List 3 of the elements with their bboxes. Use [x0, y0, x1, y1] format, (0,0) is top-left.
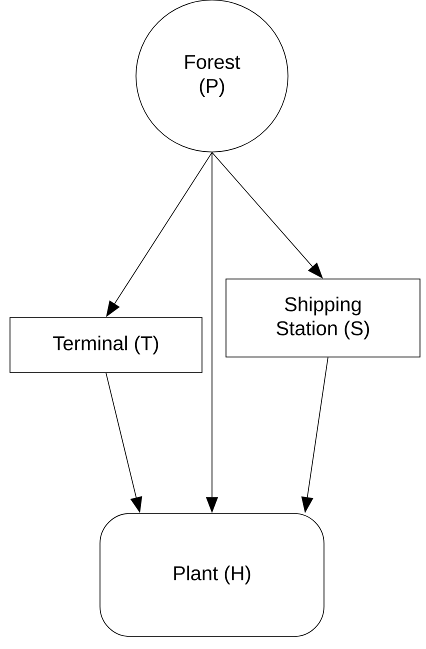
rounded-box: Plant (H) [100, 513, 324, 637]
process-box: Shipping Station (S) [226, 278, 420, 358]
process-box: Terminal (T) [10, 317, 202, 373]
